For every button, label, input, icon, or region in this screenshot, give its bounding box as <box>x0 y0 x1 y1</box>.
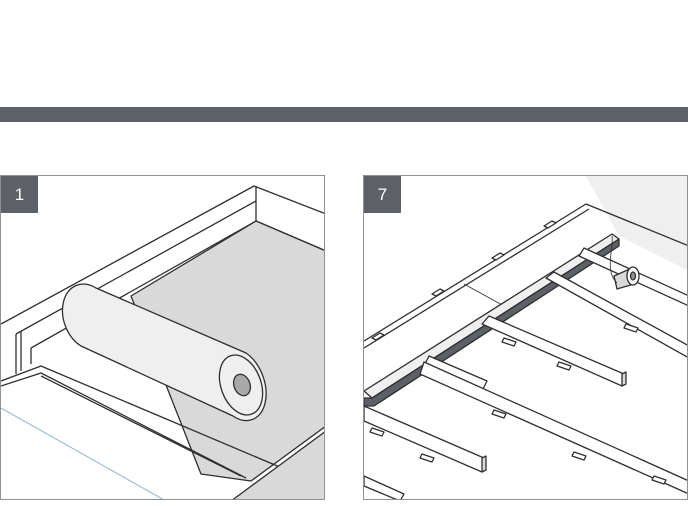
tape-roll <box>609 235 640 290</box>
header-bar <box>0 107 688 122</box>
step-number: 1 <box>14 184 25 204</box>
joist <box>419 361 687 494</box>
joist <box>545 271 687 358</box>
step-panel-7: 7 <box>363 175 688 500</box>
step-panel-1: 1 <box>0 175 325 500</box>
step-badge-7: 7 <box>364 176 401 213</box>
illustration-joists <box>364 176 687 499</box>
back-wall-top <box>1 185 324 325</box>
joist <box>481 315 625 387</box>
membrane-roll-core <box>232 373 252 397</box>
joist <box>364 405 485 473</box>
illustration-membrane-roll <box>1 185 324 499</box>
step-number: 7 <box>377 184 388 204</box>
membrane-roll-body <box>61 283 267 422</box>
long-board <box>364 233 620 399</box>
floor-surface <box>1 376 251 499</box>
joist <box>364 475 405 499</box>
step-badge-1: 1 <box>1 176 38 213</box>
guide-line <box>1 407 164 499</box>
